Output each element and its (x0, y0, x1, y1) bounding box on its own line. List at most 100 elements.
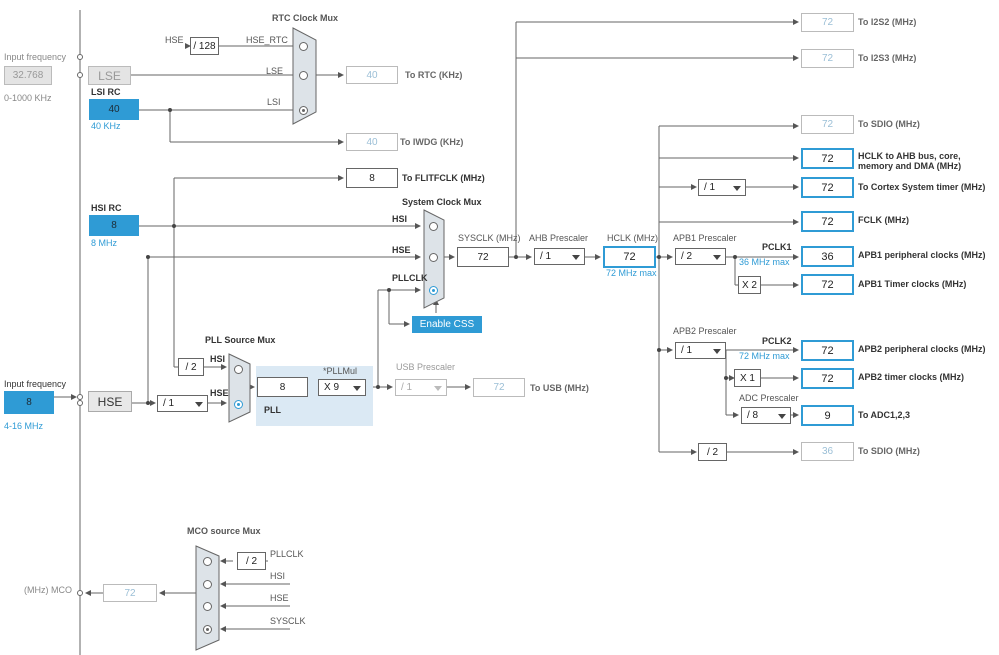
hclk-value[interactable]: 72 (603, 246, 656, 268)
usb-output-label: To USB (MHz) (530, 383, 589, 393)
lsi-title: LSI RC (91, 87, 121, 97)
fclk-label: FCLK (MHz) (858, 215, 909, 225)
mco-hse-label: HSE (270, 593, 289, 603)
rtc-mux-radio-lse[interactable] (299, 71, 308, 80)
apb2-timer-value[interactable]: 72 (801, 368, 854, 389)
i2s3-value[interactable]: 72 (801, 49, 854, 68)
mco-div2: / 2 (237, 552, 266, 570)
chevron-down-icon (713, 348, 721, 354)
adc-prescaler-select[interactable]: / 8 (741, 407, 791, 424)
apb2-periph-value[interactable]: 72 (801, 340, 854, 361)
iwdg-value[interactable]: 40 (346, 133, 398, 151)
usb-output-value[interactable]: 72 (473, 378, 525, 397)
pll-src-radio-hsi[interactable] (234, 365, 243, 374)
hsi-title: HSI RC (91, 203, 122, 213)
mco-radio-pllclk[interactable] (203, 557, 212, 566)
hsi-unit: 8 MHz (91, 238, 118, 248)
apb1-prescaler-select[interactable]: / 2 (675, 248, 726, 265)
mco-output-value[interactable]: 72 (103, 584, 157, 602)
pll-src-radio-hse[interactable] (234, 400, 243, 409)
adc-label: To ADC1,2,3 (858, 410, 911, 420)
i2s2-value[interactable]: 72 (801, 13, 854, 32)
sdio2-value[interactable]: 36 (801, 442, 854, 461)
mco-hsi-label: HSI (270, 571, 286, 581)
mco-radio-hse[interactable] (203, 602, 212, 611)
rtc-hse-rtc-label: HSE_RTC (246, 35, 288, 45)
chevron-down-icon (195, 401, 203, 407)
apb1-prescaler-value: / 2 (681, 251, 693, 262)
rtc-mux-radio-hse[interactable] (299, 42, 308, 51)
enable-css-button[interactable]: Enable CSS (412, 316, 482, 333)
mco-radio-hsi[interactable] (203, 580, 212, 589)
i2s3-label: To I2S3 (MHz) (858, 53, 917, 63)
apb1-timer-value[interactable]: 72 (801, 274, 854, 295)
chevron-down-icon (713, 254, 721, 260)
ahb-prescaler-select[interactable]: / 1 (534, 248, 585, 265)
lse-block[interactable]: LSE (88, 66, 131, 85)
cortex-value[interactable]: 72 (801, 177, 854, 198)
sdio1-value[interactable]: 72 (801, 115, 854, 134)
rtc-mux-radio-lsi[interactable] (299, 106, 308, 115)
mco-mux-shape (195, 545, 220, 651)
lsi-value[interactable]: 40 (89, 99, 139, 120)
flit-value[interactable]: 8 (346, 168, 398, 188)
sys-mux-radio-pllclk[interactable] (429, 286, 438, 295)
hse-block[interactable]: HSE (88, 391, 132, 412)
sys-mux-radio-hse[interactable] (429, 253, 438, 262)
sys-mux-title: System Clock Mux (402, 197, 482, 207)
usb-prescaler-select[interactable]: / 1 (395, 379, 447, 396)
chevron-down-icon (778, 413, 786, 419)
hclk-ahb-value[interactable]: 72 (801, 148, 854, 169)
apb2-prescaler-value: / 1 (681, 345, 693, 356)
cortex-div-select[interactable]: / 1 (698, 179, 746, 196)
sys-mux-hsi: HSI (392, 214, 408, 224)
apb1-periph-label: APB1 peripheral clocks (MHz) (858, 250, 986, 260)
adc-prescaler-label: ADC Prescaler (739, 393, 799, 403)
apb2-prescaler-select[interactable]: / 1 (675, 342, 726, 359)
hse-prediv-select[interactable]: / 1 (157, 395, 208, 412)
apb1-label: APB1 Prescaler (673, 233, 737, 243)
lse-input-value[interactable]: 32.768 (4, 66, 52, 85)
pll-hsi-div: / 2 (178, 358, 204, 376)
pll-label: PLL (264, 405, 281, 415)
sys-mux-radio-hsi[interactable] (429, 222, 438, 231)
sdio2-div: / 2 (698, 443, 727, 461)
pclk1-label: PCLK1 (762, 242, 792, 252)
apb2-max: 72 MHz max (739, 351, 790, 361)
rtc-lse-label: LSE (266, 66, 284, 76)
pll-mul-select[interactable]: X 9 (318, 379, 366, 396)
fclk-value[interactable]: 72 (801, 211, 854, 232)
apb2-timer-label: APB2 timer clocks (MHz) (858, 372, 965, 382)
lse-input-label: Input frequency (4, 52, 67, 62)
apb1-timer-label: APB1 Timer clocks (MHz) (858, 279, 967, 289)
pll-src-hse: HSE (210, 388, 229, 398)
sdio1-label: To SDIO (MHz) (858, 119, 920, 129)
ahb-label: AHB Prescaler (529, 233, 589, 243)
apb1-periph-value[interactable]: 36 (801, 246, 854, 267)
apb2-timer-mul: X 1 (734, 369, 761, 387)
chevron-down-icon (434, 385, 442, 391)
rtc-output-value[interactable]: 40 (346, 66, 398, 84)
apb2-periph-label: APB2 peripheral clocks (MHz) (858, 344, 986, 354)
hse-input-label: Input frequency (4, 379, 67, 389)
hse-input-value[interactable]: 8 (4, 391, 54, 414)
hsi-value[interactable]: 8 (89, 215, 139, 236)
sysclk-value[interactable]: 72 (457, 247, 509, 267)
sdio2-label: To SDIO (MHz) (858, 446, 920, 456)
pll-src-title: PLL Source Mux (205, 335, 276, 345)
mco-sysclk-label: SYSCLK (270, 616, 306, 626)
rtc-hse-label: HSE (165, 35, 184, 45)
sys-mux-hse: HSE (392, 245, 411, 255)
hse-range: 4-16 MHz (4, 421, 44, 431)
apb2-label: APB2 Prescaler (673, 326, 737, 336)
hclk-label: HCLK (MHz) (607, 233, 658, 243)
lse-range: 0-1000 KHz (4, 93, 52, 103)
pll-input-value[interactable]: 8 (257, 377, 308, 397)
pll-mul-label: *PLLMul (323, 366, 358, 376)
chevron-down-icon (572, 254, 580, 260)
adc-value[interactable]: 9 (801, 405, 854, 426)
mco-radio-sysclk[interactable] (203, 625, 212, 634)
rtc-div128: / 128 (190, 37, 219, 55)
rtc-output-label: To RTC (KHz) (405, 70, 463, 80)
